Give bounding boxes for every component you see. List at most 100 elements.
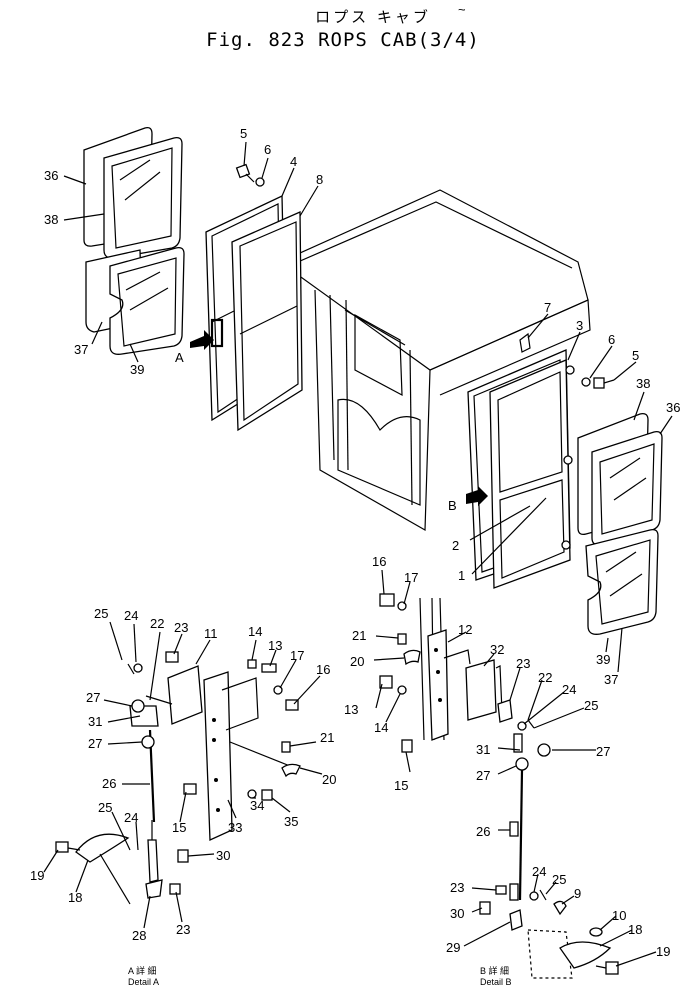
callout: 32 <box>490 642 504 657</box>
view-a-arrow-icon <box>190 330 214 350</box>
callout: 14 <box>248 624 262 639</box>
callout: 12 <box>458 622 472 637</box>
corner-mark: ~ <box>458 2 466 17</box>
callout: 21 <box>352 628 366 643</box>
washer-6-right <box>581 377 591 387</box>
callout: 38 <box>44 212 58 227</box>
figure-title-english: Fig. 823 ROPS CAB(3/4) <box>206 29 480 51</box>
callout: 18 <box>68 890 82 905</box>
callout: 25 <box>584 698 598 713</box>
callout: 23 <box>176 922 190 937</box>
callout: 28 <box>132 928 146 943</box>
callout: 25 <box>98 800 112 815</box>
callout: 25 <box>94 606 108 621</box>
callout: 27 <box>596 744 610 759</box>
callout: 34 <box>250 798 264 813</box>
callout: 23 <box>450 880 464 895</box>
callout: 5 <box>240 126 247 141</box>
right-door <box>467 349 575 589</box>
callout: 36 <box>44 168 58 183</box>
callout: 22 <box>538 670 552 685</box>
callouts-upper-left: 36 38 37 39 5 6 4 8 <box>44 126 323 377</box>
view-b-arrow-icon <box>466 486 488 506</box>
callout: 25 <box>552 872 566 887</box>
callout: 27 <box>86 690 100 705</box>
callout: 8 <box>316 172 323 187</box>
callout: 16 <box>372 554 386 569</box>
callout: 17 <box>404 570 418 585</box>
right-window-glass-lower <box>585 528 659 635</box>
callout: 23 <box>516 656 530 671</box>
callout: 15 <box>172 820 186 835</box>
handle-7 <box>519 332 531 353</box>
left-door <box>205 194 303 432</box>
callout: 16 <box>316 662 330 677</box>
callout: 11 <box>204 626 218 641</box>
callout: 24 <box>124 810 138 825</box>
callouts-detail-a: 25 24 22 23 11 14 13 17 16 27 31 27 26 2… <box>30 606 336 943</box>
callout: 2 <box>452 538 459 553</box>
callout: 24 <box>532 864 546 879</box>
callout: 1 <box>458 568 465 583</box>
callout: 6 <box>608 332 615 347</box>
callout: 3 <box>576 318 583 333</box>
washer-6-left <box>255 177 265 187</box>
callout: 36 <box>666 400 680 415</box>
callout: 13 <box>268 638 282 653</box>
detail-a-caption-jp: A 詳 細 <box>128 965 157 976</box>
callout: 26 <box>102 776 116 791</box>
callout: 5 <box>632 348 639 363</box>
callout: 22 <box>150 616 164 631</box>
callout: 30 <box>216 848 230 863</box>
detail-b-caption-jp: B 詳 細 <box>480 965 509 976</box>
callout: 31 <box>476 742 490 757</box>
callout: 38 <box>636 376 650 391</box>
callout: 35 <box>284 814 298 829</box>
callout: 18 <box>628 922 642 937</box>
callout: 15 <box>394 778 408 793</box>
cab-body <box>278 189 591 532</box>
callout: 27 <box>88 736 102 751</box>
callout: 6 <box>264 142 271 157</box>
right-window-glass-upper <box>577 412 663 546</box>
callout: 30 <box>450 906 464 921</box>
callout: 39 <box>130 362 144 377</box>
callouts-upper-right: 7 3 6 5 38 36 2 1 39 37 <box>452 300 680 687</box>
callout: 13 <box>344 702 358 717</box>
detail-b-assembly <box>379 593 619 979</box>
callout: 27 <box>476 768 490 783</box>
detail-b-caption-en: Detail B <box>480 977 512 987</box>
callout: 20 <box>350 654 364 669</box>
detail-a-caption-en: Detail A <box>128 977 159 987</box>
bolt-5-left <box>235 163 255 183</box>
detail-a-assembly <box>55 651 301 905</box>
callout: 21 <box>320 730 334 745</box>
callout: 4 <box>290 154 297 169</box>
callout: 24 <box>124 608 138 623</box>
figure-title: ロプス キャブ Fig. 823 ROPS CAB(3/4) <box>0 6 686 51</box>
callout: 24 <box>562 682 576 697</box>
callout: 7 <box>544 300 551 315</box>
callout: 10 <box>612 908 626 923</box>
callout: 39 <box>596 652 610 667</box>
callout: 14 <box>374 720 388 735</box>
figure-title-japanese: ロプス キャブ <box>315 8 431 26</box>
callout: 19 <box>30 868 44 883</box>
left-window-glass-upper <box>83 126 183 259</box>
callout: 29 <box>446 940 460 955</box>
view-b-label: B <box>448 498 457 513</box>
callouts-detail-b: 16 17 21 12 20 32 13 14 23 22 24 25 31 2… <box>344 554 670 959</box>
callout: 26 <box>476 824 490 839</box>
callout: 23 <box>174 620 188 635</box>
callout: 9 <box>574 886 581 901</box>
callout: 20 <box>322 772 336 787</box>
callout: 31 <box>88 714 102 729</box>
callout: 33 <box>228 820 242 835</box>
leader-lines <box>43 141 673 967</box>
callout: 37 <box>604 672 618 687</box>
view-a-label: A <box>175 350 184 365</box>
callout: 37 <box>74 342 88 357</box>
callout: 19 <box>656 944 670 959</box>
left-window-glass-lower <box>85 246 185 355</box>
